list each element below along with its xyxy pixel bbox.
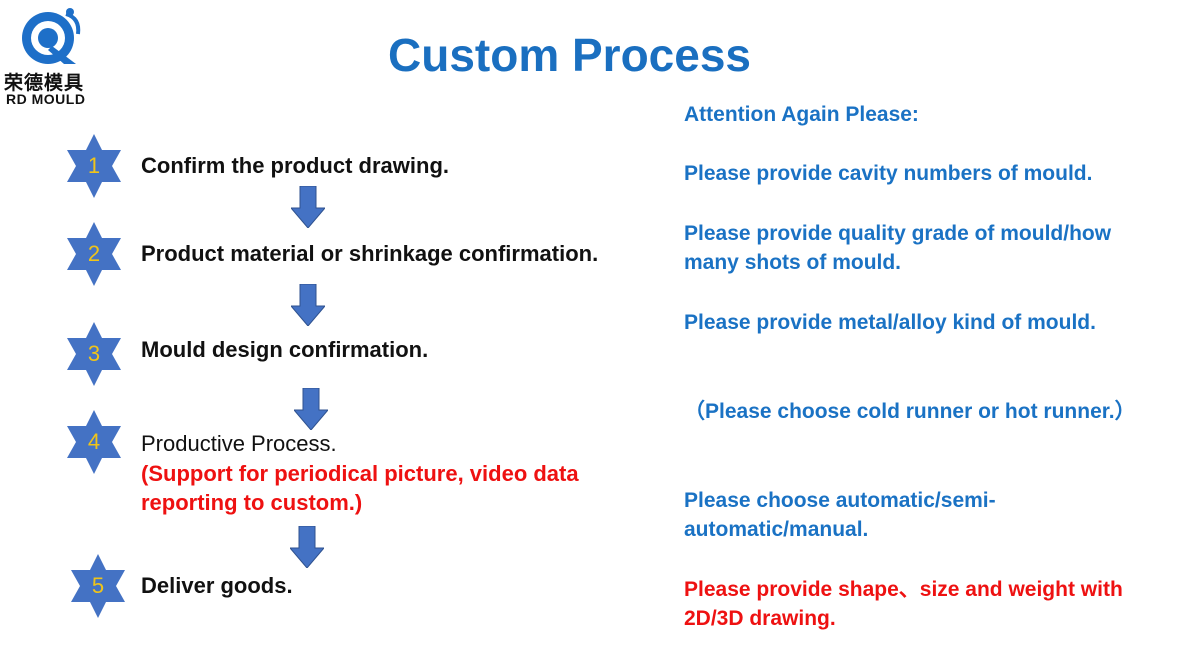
step-number: 5 [91, 573, 105, 598]
step-4-note: (Support for periodical picture, video d… [141, 461, 579, 515]
step-2-badge: 2 [66, 222, 122, 286]
star-icon [67, 410, 121, 474]
attention-heading: Attention Again Please: [684, 103, 919, 126]
step-number: 4 [87, 429, 101, 454]
star-icon [71, 554, 125, 618]
attention-item: （Please choose cold runner or hot runner… [684, 400, 1136, 423]
step-1-text: Confirm the product drawing. [141, 153, 449, 178]
step-2-text: Product material or shrinkage confirmati… [141, 241, 599, 266]
star-icon [67, 222, 121, 286]
attention-item: Please provide quality grade of mould/ho… [684, 222, 1112, 274]
step-1-badge: 1 [66, 134, 122, 198]
down-arrow-icon [291, 186, 325, 228]
logo-english-text: RD MOULD [6, 91, 86, 107]
step-number: 2 [87, 241, 101, 266]
attention-item: Please provide cavity numbers of mould. [684, 162, 1093, 185]
down-arrow-icon [290, 526, 324, 568]
attention-item: Please provide metal/alloy kind of mould… [684, 311, 1096, 334]
step-3-text: Mould design confirmation. [141, 337, 429, 362]
attention-item: Please choose automatic/semi-automatic/m… [684, 489, 996, 541]
attention-item-required-drawing: Please provide shape、size and weight wit… [684, 578, 1123, 630]
step-5-text: Deliver goods. [141, 573, 293, 598]
step-4-badge: 4 [66, 410, 122, 474]
star-icon [67, 134, 121, 198]
step-number: 3 [87, 341, 101, 366]
logo-emblem-icon [22, 8, 81, 64]
step-number: 1 [87, 153, 101, 178]
page-title: Custom Process [388, 29, 752, 81]
step-5-badge: 5 [70, 554, 126, 618]
star-icon [67, 322, 121, 386]
company-logo: 荣德模具 RD MOULD [4, 6, 100, 107]
step-4-text: Productive Process. [141, 431, 337, 456]
down-arrow-icon [291, 284, 325, 326]
step-3-badge: 3 [66, 322, 122, 386]
logo-chinese-text: 荣德模具 [4, 72, 85, 94]
down-arrow-icon [294, 388, 328, 430]
